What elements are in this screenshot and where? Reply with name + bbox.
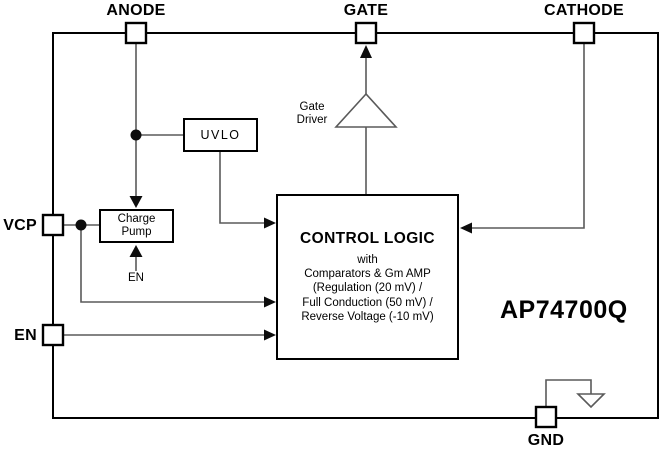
arrowhead-left-cathode <box>460 222 472 234</box>
charge-pump-label-line1: Charge <box>117 212 156 225</box>
uvlo-block: UVLO <box>183 118 258 152</box>
wire-gnd-to-ground-symbol <box>545 379 592 407</box>
gate-pin-label: GATE <box>343 2 389 19</box>
control-logic-block: CONTROL LOGIC with Comparators & Gm AMP … <box>276 194 459 360</box>
gnd-pin-label: GND <box>527 432 565 449</box>
uvlo-label: UVLO <box>200 128 241 142</box>
part-number-label: AP74700Q <box>500 296 628 324</box>
arrowhead-down-charge-pump <box>129 196 143 208</box>
en-pin-label: EN <box>14 327 37 344</box>
arrowhead-right-vcp <box>264 296 276 308</box>
arrowhead-right-en <box>264 329 276 341</box>
pin-vcp <box>41 213 65 237</box>
anode-pin-label: ANODE <box>106 2 166 19</box>
charge-pump-block: Charge Pump <box>99 209 174 243</box>
control-logic-detail-4: Reverse Voltage (-10 mV) <box>301 310 434 323</box>
wire-vcp-to-control-logic <box>80 225 265 303</box>
wire-uvlo-to-control-logic <box>219 152 265 224</box>
wire-cathode-to-control-logic <box>472 43 585 229</box>
charge-pump-label-line2: Pump <box>121 226 152 238</box>
pin-gate <box>354 21 378 45</box>
control-logic-detail-1: Comparators & Gm AMP <box>304 268 431 281</box>
junction-dot-anode <box>130 129 142 141</box>
junction-dot-vcp <box>75 219 87 231</box>
pin-gnd <box>534 405 558 429</box>
charge-pump-en-input-label: EN <box>128 272 144 284</box>
gate-driver-label: Gate Driver <box>287 101 337 127</box>
pin-en <box>41 323 65 347</box>
cathode-pin-label: CATHODE <box>543 2 625 19</box>
arrowhead-up-gate <box>360 45 372 58</box>
vcp-pin-label: VCP <box>3 217 37 234</box>
arrowhead-right-uvlo <box>264 217 276 229</box>
pin-anode <box>124 21 148 45</box>
control-logic-subtitle: with <box>357 253 378 266</box>
gate-driver-amp-icon <box>334 92 398 128</box>
control-logic-title: CONTROL LOGIC <box>300 229 435 247</box>
ground-symbol-icon <box>576 393 606 409</box>
control-logic-detail-2: (Regulation (20 mV) / <box>312 282 423 295</box>
gate-driver-label-line1: Gate <box>299 101 325 113</box>
arrowhead-up-charge-pump-en <box>129 245 143 257</box>
pin-cathode <box>572 21 596 45</box>
control-logic-detail-3: Full Conduction (50 mV) / <box>302 296 433 309</box>
gate-driver-label-line2: Driver <box>296 114 328 126</box>
